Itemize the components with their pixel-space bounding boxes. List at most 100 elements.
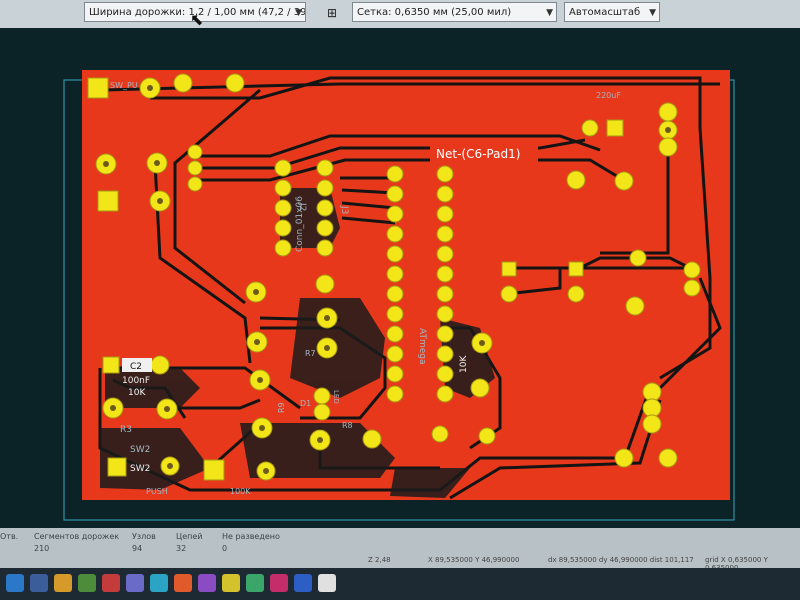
round-pad [386, 365, 404, 383]
label-r8: R8 [342, 421, 353, 430]
grid-value: Сетка: 0,6350 мм (25,00 мил) [357, 7, 512, 18]
toolbar: Ширина дорожки: 1,2 / 1,00 мм (47,2 / 39… [0, 0, 800, 29]
label-push: PUSH [146, 487, 168, 496]
pcb-canvas[interactable]: Net-(C6-Pad1) SW_PU 220uF C2 100nF 10K R… [0, 28, 800, 528]
round-pad [187, 144, 203, 160]
app-icon[interactable] [102, 574, 120, 592]
square-pad [87, 77, 109, 99]
round-pad [567, 285, 585, 303]
status-item-vias: Отв. [0, 532, 18, 541]
app-icon[interactable] [198, 574, 216, 592]
label-r-10k: 10K [459, 355, 469, 373]
app-icon[interactable] [174, 574, 192, 592]
square-pad [606, 119, 624, 137]
label-c2: C2 [130, 362, 142, 372]
round-pad [315, 274, 335, 294]
square-pad [97, 190, 119, 212]
round-pad [642, 382, 662, 402]
round-pad [386, 225, 404, 243]
status-label: Отв. [0, 532, 19, 541]
status-label: Не разведено [222, 532, 280, 541]
mouse-cursor-icon: ⬉ [190, 10, 204, 29]
label-sw2b: SW2 [130, 464, 150, 474]
zoom-select[interactable]: Автомасштаб ▼ [564, 2, 660, 22]
status-label: Цепей [176, 532, 203, 541]
round-pad [658, 448, 678, 468]
track-width-value: Ширина дорожки: 1,2 / 1,00 мм (47,2 / 39… [89, 7, 306, 18]
app-icon[interactable] [78, 574, 96, 592]
square-pad [102, 356, 120, 374]
pcb-drawing: Net-(C6-Pad1) SW_PU 220uF C2 100nF 10K R… [63, 70, 735, 521]
round-pad [313, 403, 331, 421]
label-sw2: SW2 [130, 445, 150, 455]
round-pad [386, 345, 404, 363]
round-pad [316, 219, 334, 237]
taskbar [0, 568, 800, 600]
net-highlight-label: Net-(C6-Pad1) [436, 147, 520, 161]
grid-select[interactable]: Сетка: 0,6350 мм (25,00 мил) ▼ [352, 2, 557, 22]
round-pad [316, 239, 334, 257]
round-pad [581, 119, 599, 137]
app-icon[interactable] [150, 574, 168, 592]
app-icon[interactable] [294, 574, 312, 592]
round-pad [386, 305, 404, 323]
round-pad [436, 365, 454, 383]
label-j3: J3 [339, 205, 349, 214]
round-pad [470, 378, 490, 398]
status-value: 210 [34, 544, 50, 553]
status-item-unrouted: Не разведено 0 [222, 532, 280, 553]
start-icon[interactable] [6, 574, 24, 592]
square-pad [203, 459, 225, 481]
label-led: LED [332, 390, 340, 404]
square-pad [501, 261, 517, 277]
round-pad [436, 345, 454, 363]
round-pad [316, 179, 334, 197]
round-pad [642, 414, 662, 434]
status-item-nodes: Узлов 94 [132, 532, 156, 553]
status-bar: Отв. Сегментов дорожек 210 Узлов 94 Цепе… [0, 528, 800, 572]
label-c-top: 220uF [596, 91, 621, 100]
round-pad [436, 185, 454, 203]
round-pad [274, 219, 292, 237]
round-pad [629, 249, 647, 267]
grid-origin-icon[interactable]: ⊞ [326, 6, 338, 20]
round-pad [274, 159, 292, 177]
round-pad [436, 285, 454, 303]
round-pad [150, 355, 170, 375]
folder-icon[interactable] [54, 574, 72, 592]
round-pad [625, 296, 645, 316]
square-pad [107, 457, 127, 477]
round-pad [274, 179, 292, 197]
round-pad [386, 205, 404, 223]
board-copper [82, 70, 730, 500]
app-icon[interactable] [270, 574, 288, 592]
app-icon[interactable] [30, 574, 48, 592]
label-atmega: ATmega [417, 328, 427, 365]
round-pad [187, 160, 203, 176]
app-icon[interactable] [246, 574, 264, 592]
label-d1: D1 [300, 399, 311, 408]
label-sw-top: SW_PU [110, 81, 138, 90]
status-item-nets: Цепей 32 [176, 532, 202, 553]
chevron-down-icon: ▼ [649, 8, 656, 18]
square-pad [568, 261, 584, 277]
round-pad [386, 245, 404, 263]
round-pad [173, 73, 193, 93]
status-label: Узлов [132, 532, 156, 541]
round-pad [436, 325, 454, 343]
label-r3: R3 [120, 425, 132, 435]
track-width-select[interactable]: Ширина дорожки: 1,2 / 1,00 мм (47,2 / 39… [84, 2, 306, 22]
round-pad [187, 176, 203, 192]
label-c2-value: 100nF [122, 376, 150, 386]
app-icon[interactable] [222, 574, 240, 592]
app-icon[interactable] [126, 574, 144, 592]
app-icon[interactable] [318, 574, 336, 592]
label-r9: R9 [277, 402, 286, 413]
round-pad [386, 385, 404, 403]
round-pad [274, 239, 292, 257]
round-pad [478, 427, 496, 445]
round-pad [658, 102, 678, 122]
round-pad [436, 205, 454, 223]
label-r7: R7 [305, 349, 316, 358]
status-value: 94 [132, 544, 143, 553]
